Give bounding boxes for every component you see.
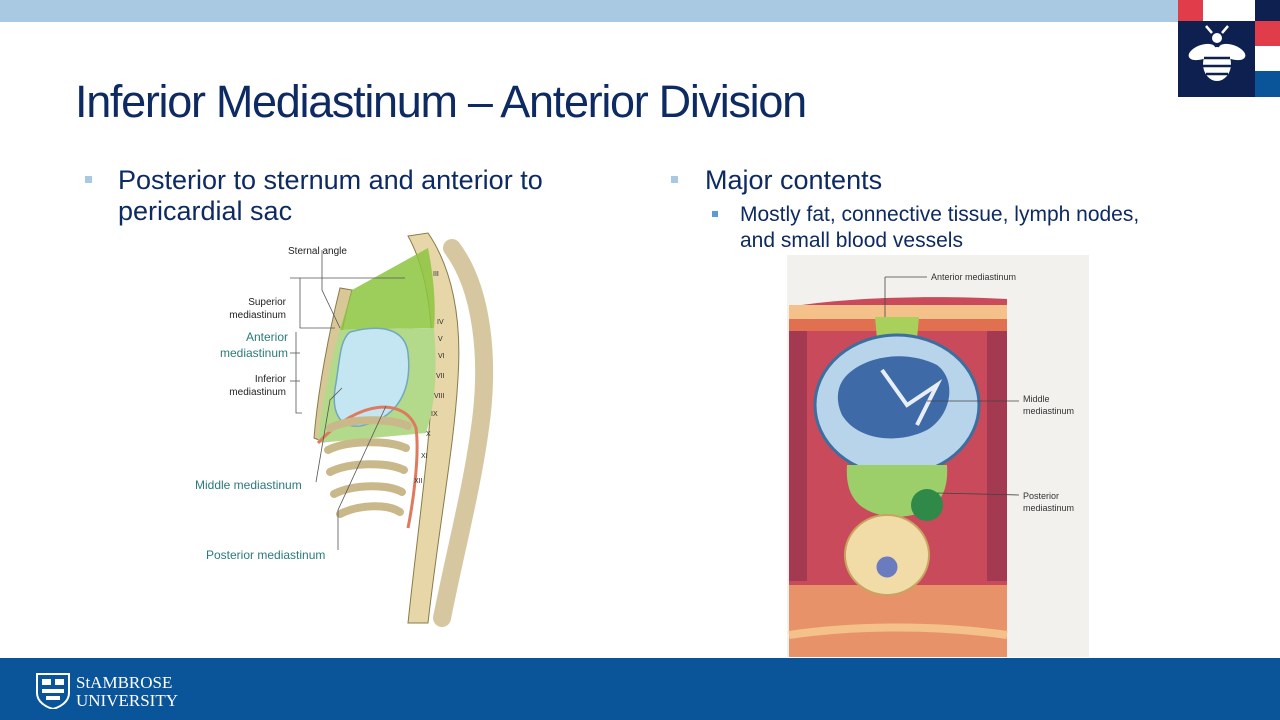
ribs: [324, 416, 412, 518]
left-bullet-line1: Posterior to sternum and anterior to: [118, 165, 543, 195]
logo-line1: StAMBROSE: [76, 673, 172, 692]
vertebra-labels: III IV V VI VII VIII IX X XI XII: [414, 271, 445, 485]
vertebra-label: VIII: [434, 393, 445, 400]
right-sub-bullet-line1: Mostly fat, connective tissue, lymph nod…: [740, 203, 1140, 226]
top-band: [0, 0, 1178, 22]
label-middle-1: Middle: [1023, 394, 1050, 404]
bullet-marker: [85, 176, 92, 183]
sagittal-mediastinum-figure: III IV V VI VII VIII IX X XI XII Sternal…: [195, 232, 494, 627]
label-inferior-1: Inferior: [255, 374, 287, 385]
bullet-marker: [671, 176, 678, 183]
right-bullet: Major contents: [705, 165, 883, 195]
label-posterior-2: mediastinum: [1023, 503, 1074, 513]
label-middle: Middle mediastinum: [195, 478, 302, 492]
vertebra-label: XI: [421, 453, 428, 460]
logo-line2: UNIVERSITY: [76, 691, 178, 709]
vertebra-label: X: [426, 431, 431, 438]
superior-region: [340, 248, 435, 330]
label-superior-1: Superior: [248, 297, 286, 308]
crest-icon: [36, 673, 70, 709]
vertebra-label: VI: [438, 353, 445, 360]
label-posterior: Posterior mediastinum: [206, 548, 325, 562]
university-logo: StAMBROSE UNIVERSITY: [36, 673, 178, 709]
vertebra-label: VII: [436, 373, 445, 380]
leader-lines: [290, 250, 405, 550]
anterior-region: [875, 317, 919, 339]
right-sub-bullet-line2: and small blood vessels: [740, 229, 963, 252]
label-anterior-1: Anterior: [246, 330, 288, 344]
diaphragm: [316, 405, 419, 529]
label-posterior-1: Posterior: [1023, 491, 1059, 501]
axial-section-figure: Anterior mediastinum Middle mediastinum …: [787, 255, 1089, 657]
vertebra-label: III: [433, 271, 439, 278]
vertebra-label: IV: [437, 319, 444, 326]
label-anterior: Anterior mediastinum: [931, 272, 1016, 282]
sub-bullet-marker: [712, 211, 718, 217]
vertebra-label: XII: [414, 478, 423, 485]
footer-band: [0, 658, 1280, 720]
vertebra-label: IX: [431, 411, 438, 418]
leader-lines: [884, 276, 1020, 496]
label-sternal-angle: Sternal angle: [288, 246, 347, 257]
left-bullet-line2: pericardial sac: [118, 196, 293, 226]
label-superior-2: mediastinum: [229, 310, 286, 321]
label-anterior-2: mediastinum: [220, 346, 288, 360]
slide-title: Inferior Mediastinum – Anterior Division: [75, 76, 807, 127]
label-middle-2: mediastinum: [1023, 406, 1074, 416]
vertebra-label: V: [438, 336, 443, 343]
label-inferior-2: mediastinum: [229, 387, 286, 398]
bee-logo-icon: [1178, 0, 1280, 97]
